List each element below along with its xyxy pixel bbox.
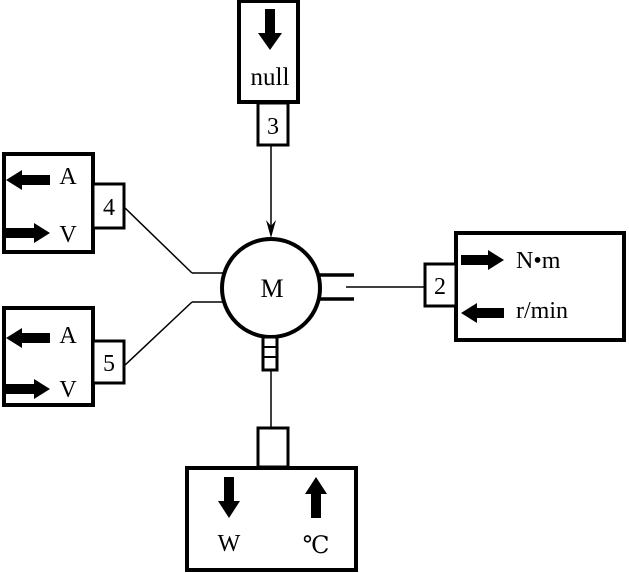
arrow-right-icon (461, 250, 504, 270)
left-upper-unit-voltage: V (59, 222, 77, 248)
top-device-unit: null (251, 64, 290, 91)
left-lower-unit-current: A (59, 323, 77, 349)
arrow-right-icon (6, 379, 50, 399)
bottom-unit-power: W (218, 531, 241, 557)
arrow-left-icon (6, 170, 50, 190)
motor-label: M (260, 274, 283, 303)
left-upper-device: A V 4 (2, 152, 126, 254)
bottom-device-body (185, 466, 358, 572)
arrow-down-icon (218, 477, 240, 518)
right-device: N•m r/min 2 (423, 231, 626, 342)
right-unit-speed: r/min (516, 298, 568, 324)
arrow-right-icon (6, 223, 50, 243)
motor: M (192, 237, 354, 372)
right-device-body (454, 231, 626, 342)
left-lower-device: A V 5 (2, 306, 126, 407)
left-lower-device-port (91, 339, 126, 385)
arrow-down-icon (258, 9, 282, 50)
left-upper-connection-line (123, 206, 193, 274)
top-device-port (256, 101, 290, 147)
bottom-unit-temperature: ℃ (303, 533, 330, 559)
arrow-left-icon (6, 328, 50, 348)
top-device: null 3 (237, 0, 300, 147)
left-upper-device-id: 4 (103, 195, 115, 221)
left-lower-device-id: 5 (103, 351, 115, 377)
left-lower-connection-line (123, 301, 193, 367)
motor-bottom-stub (261, 335, 279, 372)
arrow-left-icon (461, 303, 504, 323)
right-unit-torque: N•m (516, 248, 561, 274)
right-device-port (423, 262, 458, 308)
left-upper-unit-current: A (59, 164, 77, 190)
top-device-id: 3 (267, 114, 279, 140)
left-upper-device-port (91, 182, 126, 230)
bottom-device-port (256, 426, 290, 469)
left-lower-unit-voltage: V (59, 377, 77, 403)
right-device-id: 2 (434, 274, 446, 300)
top-connection-arrowhead (266, 220, 276, 238)
bottom-device: W ℃ (185, 426, 358, 572)
arrow-up-icon (305, 477, 327, 518)
